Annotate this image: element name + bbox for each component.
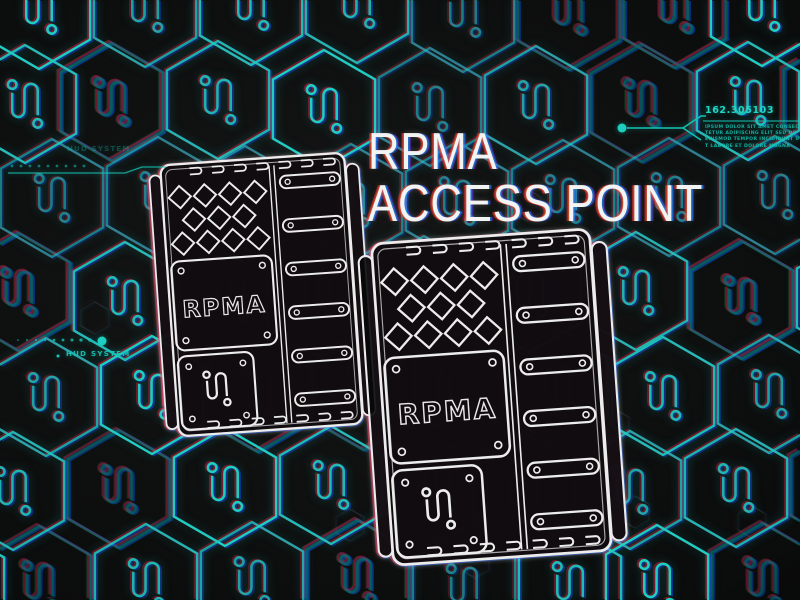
hud-dot — [73, 164, 77, 168]
hud-dot — [28, 164, 32, 168]
hud-dot — [46, 164, 50, 168]
hud-reading-value: 162.305103 — [705, 105, 775, 116]
hud-dot — [37, 164, 41, 168]
hud-system-label-upper: HUD SYSTEM — [67, 145, 131, 153]
hud-dot — [26, 339, 28, 341]
hud-dot — [43, 338, 47, 342]
hud-dot — [19, 164, 23, 168]
hud-dot — [55, 164, 59, 168]
hud-funnel-lower — [682, 127, 702, 141]
hud-caption-microtext: IPSUM DOLOR SIT AMET CONSECTETUR ADIPISC… — [705, 125, 800, 149]
hud-dot — [88, 338, 92, 342]
hud-funnel-upper — [682, 115, 706, 129]
hud-dot — [17, 339, 19, 341]
hud-dot-large — [97, 336, 107, 346]
hud-dot — [34, 338, 38, 342]
hud-node-dot — [617, 123, 627, 133]
hud-dot — [70, 338, 74, 342]
hud-dot-small — [56, 354, 60, 358]
hud-dot — [61, 338, 65, 342]
hud-dot — [10, 164, 14, 168]
hud-dot — [79, 338, 83, 342]
hud-dot — [64, 164, 68, 168]
hud-dot — [52, 338, 56, 342]
hud-system-label-lower: HUD SYSTEM — [66, 350, 131, 358]
hud-polyline-left — [8, 166, 166, 174]
hud-dot — [82, 164, 86, 168]
